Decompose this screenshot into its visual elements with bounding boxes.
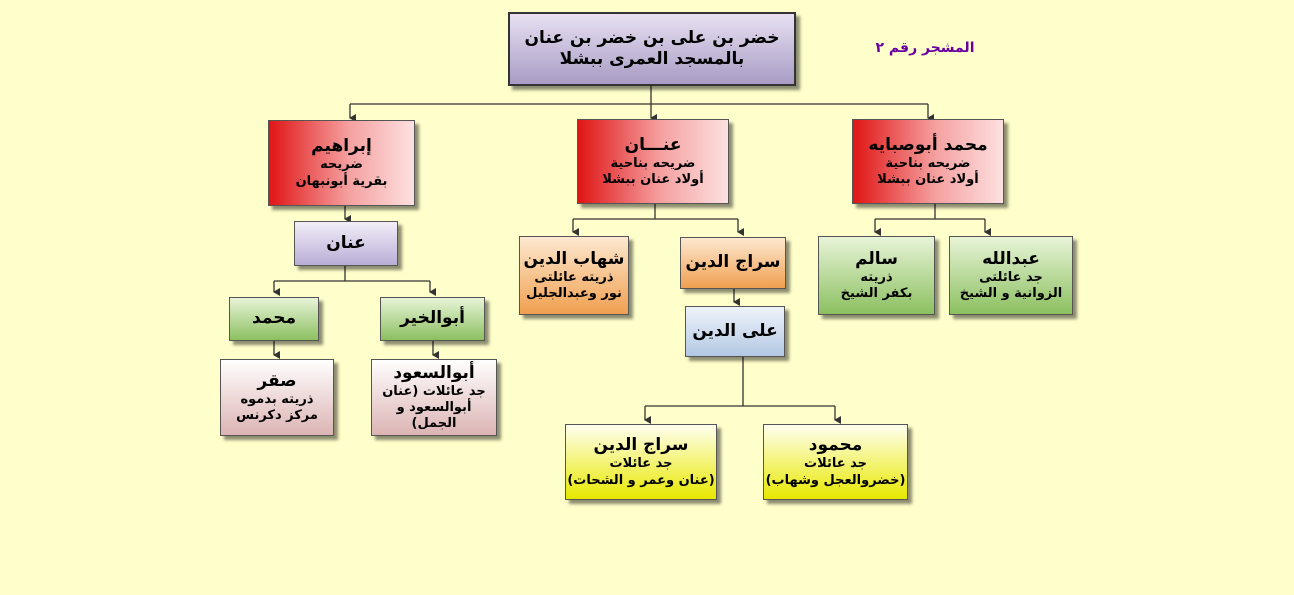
node-title: صقر bbox=[257, 370, 297, 391]
node-title: محمود bbox=[808, 435, 863, 456]
node-anan-mid: عنـــان ضريحه بناحية أولاد عنان ببشلا bbox=[577, 119, 729, 204]
node-title: سراج الدين bbox=[685, 252, 781, 273]
node-line2: ذريته بدموه bbox=[240, 391, 314, 407]
node-line2: ضريحه bbox=[320, 157, 363, 173]
node-abdullah: عبدالله جد عائلتى الزوانية و الشيخ bbox=[949, 236, 1073, 315]
node-line2: جد عائلات (عنان bbox=[382, 383, 486, 399]
node-line2: جد عائلتى bbox=[979, 269, 1043, 285]
node-ibrahim: إبراهيم ضريحه بقرية أبونبهان bbox=[268, 120, 415, 206]
node-mohamed-left: محمد bbox=[229, 297, 319, 341]
node-line3: نور وعبدالجليل bbox=[526, 286, 622, 302]
node-line3: أولاد عنان ببشلا bbox=[602, 172, 704, 188]
node-line3: (خضروالعجل وشهاب) bbox=[765, 472, 906, 488]
node-abulkheir: أبوالخير bbox=[380, 297, 485, 341]
node-line2: ذريته bbox=[860, 269, 893, 285]
node-ali: على الدين bbox=[685, 306, 785, 357]
node-line2: ضريحه بناحية bbox=[610, 155, 696, 171]
node-title: على الدين bbox=[692, 320, 778, 341]
node-title: عنـــان bbox=[624, 134, 682, 155]
node-siraj: سراج الدين bbox=[680, 237, 786, 289]
node-mohamed-abusabaya: محمد أبوصبايه ضريحه بناحية أولاد عنان بب… bbox=[852, 119, 1004, 204]
node-line2: جد عائلات bbox=[804, 456, 867, 472]
node-subtitle: بالمسجد العمرى ببشلا bbox=[559, 49, 745, 69]
node-title: خضر بن على بن خضر بن عنان bbox=[524, 27, 780, 48]
node-title: إبراهيم bbox=[311, 136, 372, 157]
node-salem: سالم ذريته بكفر الشيخ bbox=[818, 236, 935, 315]
node-line3: الزوانية و الشيخ bbox=[959, 286, 1063, 302]
node-line3: بكفر الشيخ bbox=[840, 286, 913, 302]
node-line3: بقرية أبونبهان bbox=[295, 173, 388, 189]
node-line3: (عنان وعمر و الشحات) bbox=[567, 472, 715, 488]
node-shehab: شهاب الدين ذريته عائلتى نور وعبدالجليل bbox=[519, 236, 629, 315]
node-line2: ضريحه بناحية bbox=[885, 155, 971, 171]
node-line3: أولاد عنان ببشلا bbox=[877, 172, 979, 188]
diagram-number-label: المشجر رقم ٢ bbox=[875, 40, 975, 56]
node-title: أبوالخير bbox=[400, 308, 465, 329]
node-title: أبوالسعود bbox=[393, 362, 475, 383]
node-saqr: صقر ذريته بدموه مركز دكرنس bbox=[220, 359, 334, 436]
node-abulsoud: أبوالسعود جد عائلات (عنان أبوالسعود و ال… bbox=[371, 359, 497, 436]
node-anan-left: عنان bbox=[294, 221, 398, 266]
node-siraj2: سراج الدين جد عائلات (عنان وعمر و الشحات… bbox=[565, 424, 717, 500]
node-line2: جد عائلات bbox=[609, 456, 673, 472]
node-mahmoud: محمود جد عائلات (خضروالعجل وشهاب) bbox=[763, 424, 908, 500]
node-root-khidr: خضر بن على بن خضر بن عنان بالمسجد العمرى… bbox=[508, 12, 796, 86]
node-title: محمد bbox=[252, 308, 296, 329]
node-line3: أبوالسعود و الجمل) bbox=[396, 400, 472, 432]
node-line3: مركز دكرنس bbox=[236, 408, 318, 424]
node-line2: ذريته عائلتى bbox=[534, 269, 614, 285]
node-title: محمد أبوصبايه bbox=[868, 134, 988, 155]
node-title: سراج الدين bbox=[593, 435, 689, 456]
node-title: عبدالله bbox=[982, 248, 1040, 269]
node-title: شهاب الدين bbox=[523, 248, 625, 269]
node-title: عنان bbox=[326, 232, 366, 253]
node-title: سالم bbox=[855, 248, 898, 269]
